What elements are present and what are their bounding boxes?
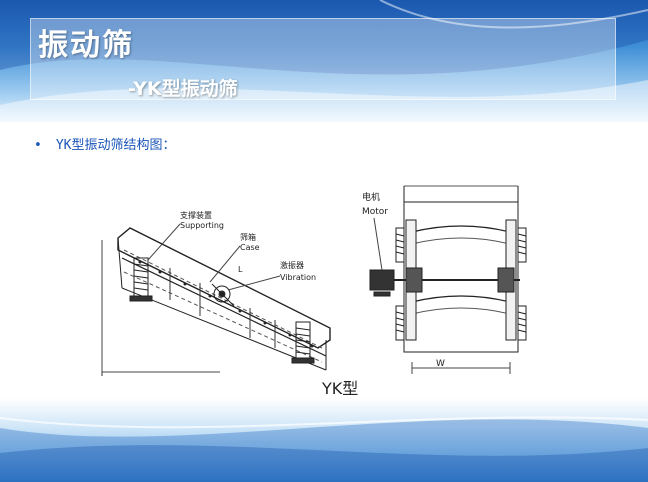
case-label-cn: 筛箱 [240, 232, 256, 242]
motor-label-en: Motor [362, 207, 388, 217]
side-view [101, 223, 331, 376]
width-label: W [436, 359, 445, 369]
length-label: L [238, 265, 243, 274]
vibrator-label-en: Vibration [280, 273, 316, 282]
header-panel [30, 18, 616, 100]
footer-wave-decoration [0, 416, 648, 482]
slide-subtitle: -YK型振动筛 [128, 78, 238, 100]
structure-figure: 支撑装置 Supporting 筛箱 Case 激振器 Vibration L … [89, 180, 544, 400]
case-label-en: Case [240, 243, 260, 252]
end-view [369, 185, 527, 374]
vibrator-label-cn: 激振器 [280, 260, 304, 270]
footer-band [0, 398, 648, 482]
support-label-en: Supporting [180, 221, 224, 230]
header-band: 振动筛 -YK型振动筛 [0, 0, 648, 122]
end-view-labels: 电机 Motor W [362, 191, 445, 369]
bullet-text: YK型振动筛结构图： [55, 138, 176, 153]
motor-label-cn: 电机 [362, 191, 380, 203]
vibrating-screen-drawing: 支撑装置 Supporting 筛箱 Case 激振器 Vibration L … [89, 185, 527, 398]
figure-caption: YK型 [321, 379, 358, 398]
support-label-cn: 支撑装置 [180, 210, 212, 220]
slide-title: 振动筛 [38, 28, 134, 63]
bullet-item: • YK型振动筛结构图： [34, 134, 175, 153]
bullet-dot-icon: • [34, 138, 42, 153]
